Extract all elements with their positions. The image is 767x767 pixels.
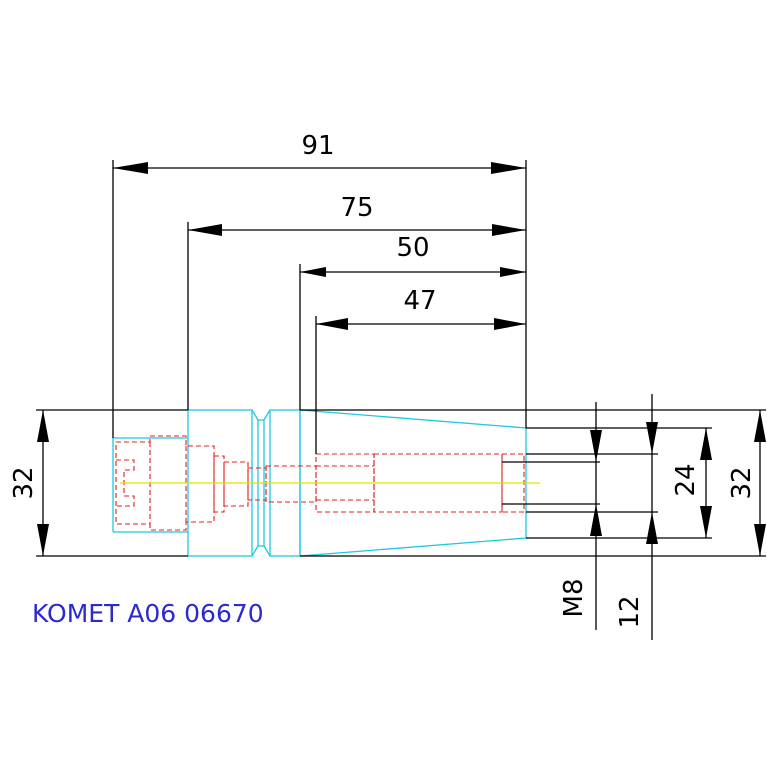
dimension-50: 50 (396, 233, 429, 263)
dimension-diameter-12: 12 (615, 595, 645, 628)
arrowheads (37, 162, 766, 556)
dimension-47: 47 (403, 286, 436, 316)
dimension-diameter-24: 24 (671, 463, 701, 496)
dimension-thread-m8: M8 (559, 579, 589, 618)
dimension-height-left: 32 (9, 466, 39, 499)
dimension-lines (36, 160, 766, 640)
dimension-height-right: 32 (727, 466, 757, 499)
dimension-75: 75 (340, 193, 373, 223)
dimension-91: 91 (301, 131, 334, 161)
part-label: KOMET A06 06670 (32, 599, 264, 628)
